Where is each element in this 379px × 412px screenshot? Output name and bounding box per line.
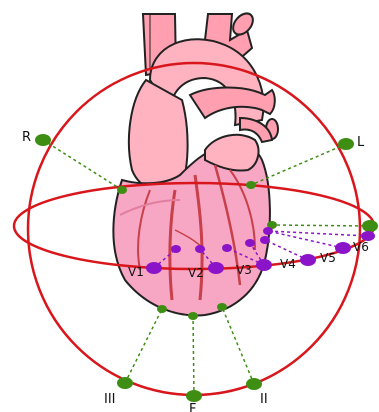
- aortic-branch: [229, 10, 257, 39]
- label-ii: II: [260, 392, 268, 407]
- lead-dot-l: [338, 138, 354, 150]
- lead-dot-v1: [146, 262, 162, 274]
- label-v4: V4: [280, 257, 296, 271]
- lead-line-ii: [222, 307, 254, 384]
- label-v6: V6: [353, 240, 369, 254]
- heart-dot-r: [117, 186, 127, 194]
- lead-line-r: [43, 140, 122, 190]
- heart-dot-iii: [157, 305, 167, 313]
- heart-dot-v2: [195, 245, 205, 253]
- lead-line-f: [193, 316, 194, 396]
- label-f: F: [189, 402, 196, 412]
- lead-dot-ii: [246, 378, 262, 390]
- label-v5: V5: [320, 251, 336, 265]
- heart-dot-l: [246, 181, 256, 189]
- label-v3: V3: [236, 263, 252, 277]
- lead-dot-iii: [117, 377, 133, 389]
- lead-dot-i: [362, 220, 378, 232]
- lead-dot-v2: [208, 262, 224, 274]
- lead-dot-v6: [335, 242, 351, 254]
- label-v1: V1: [128, 265, 144, 279]
- label-r: R: [22, 130, 31, 145]
- label-iii: III: [104, 392, 116, 407]
- lead-dot-f: [186, 390, 202, 402]
- label-l: L: [357, 135, 365, 150]
- heart-dot-v6: [263, 227, 273, 235]
- lead-dot-v3: [256, 259, 272, 271]
- label-v2: V2: [188, 266, 204, 280]
- heart-dot-f: [188, 312, 198, 320]
- lead-dot-r: [35, 134, 51, 146]
- heart-dot-v3: [222, 244, 232, 252]
- heart-dot-v1: [171, 245, 181, 253]
- heart-dot-v5: [260, 236, 270, 244]
- heart-dot-v4: [245, 239, 255, 247]
- lead-dot-v5: [300, 254, 316, 266]
- lead-line-iii: [125, 309, 162, 383]
- lead-line-i: [272, 225, 370, 226]
- heart-dot-ii: [217, 303, 227, 311]
